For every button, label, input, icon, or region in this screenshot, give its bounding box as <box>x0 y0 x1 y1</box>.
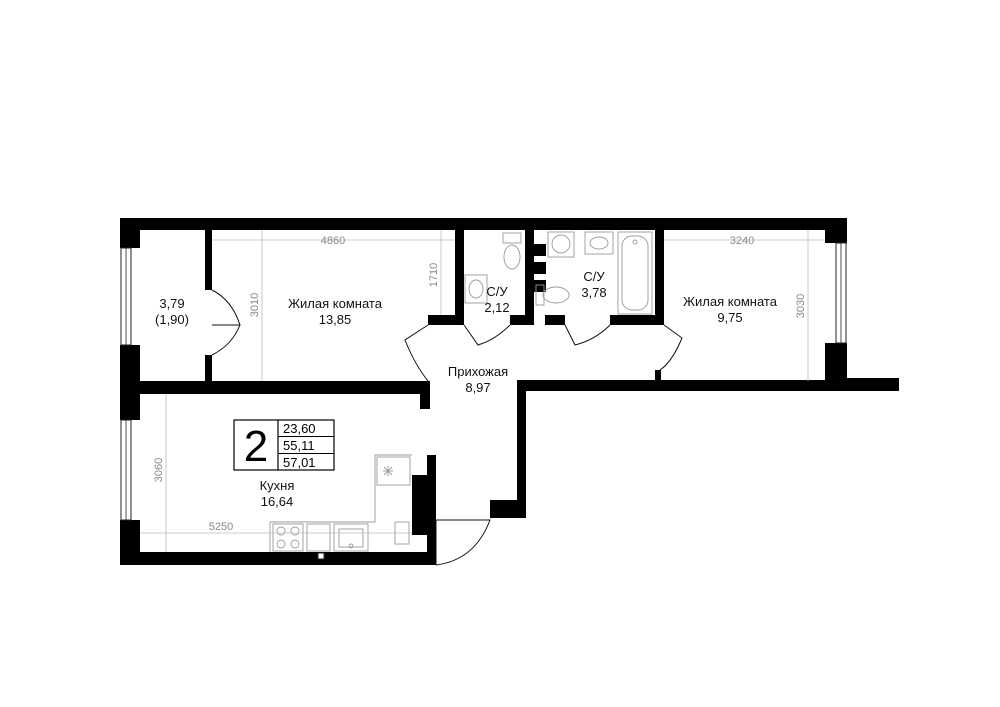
kitchen-name: Кухня <box>260 478 295 493</box>
wall-living-kitchen <box>120 381 428 394</box>
dim-kitchen-width: 5250 <box>209 521 233 533</box>
wall-bath1-bottom-right <box>510 315 534 325</box>
living1-area: 13,85 <box>319 312 352 327</box>
wall-kitchen-pillar <box>412 475 428 535</box>
room-labels: 3,79 (1,90) Жилая комната 13,85 С/У 2,12… <box>155 269 778 509</box>
badge-area-full: 57,01 <box>283 455 316 470</box>
shaft-2 <box>534 262 546 274</box>
wall-kitchen-bottom <box>120 552 436 565</box>
wall-bath2-living2 <box>655 230 664 325</box>
doors <box>211 289 683 566</box>
sink-icon-2 <box>584 231 614 255</box>
living1-name: Жилая комната <box>288 296 383 311</box>
hall-name: Прихожая <box>448 364 508 379</box>
wall-hall-corner <box>490 500 526 518</box>
dimension-lines <box>140 230 825 552</box>
bath2-name: С/У <box>583 269 605 284</box>
bath1-area: 2,12 <box>484 300 509 315</box>
door-storage-1 <box>211 289 241 326</box>
kitchen-sink-icon <box>333 523 369 552</box>
dim-living2-width: 3240 <box>730 235 754 247</box>
balcony-ledge <box>847 378 899 391</box>
wall-storage-top <box>205 230 212 290</box>
sink-icon <box>464 274 488 304</box>
windows <box>120 242 847 560</box>
wall-bottom-right <box>517 380 847 391</box>
area-badge: 2 23,60 55,11 57,01 <box>233 419 335 471</box>
door-living1 <box>404 324 429 382</box>
toilet-icon <box>502 232 522 270</box>
toilet-icon-2 <box>535 284 570 306</box>
dim-living1-width: 4860 <box>321 235 345 247</box>
wall-living1-bath1 <box>455 230 464 325</box>
storage-area: 3,79 <box>159 296 184 311</box>
wall-bath2-bottom-right <box>610 315 664 325</box>
badge-area-living: 23,60 <box>283 421 316 436</box>
wall-hall-right <box>517 380 526 508</box>
dim-kitchen-depth: 3060 <box>153 458 165 482</box>
badge-area-total: 55,11 <box>283 438 315 453</box>
wall-left-top <box>120 218 140 248</box>
badge-frame <box>233 419 335 471</box>
hall-area: 8,97 <box>465 380 490 395</box>
wall-kitchen-right <box>427 455 436 565</box>
wall-top <box>120 218 847 230</box>
shaft-1 <box>534 244 546 256</box>
wall-storage-bottom <box>205 355 212 382</box>
bath2-area: 3,78 <box>581 285 606 300</box>
dimension-labels: 4860 3010 1710 3240 3030 5250 3060 <box>153 235 807 533</box>
badge-rooms-count: 2 <box>244 422 268 471</box>
wall-right-top <box>825 218 847 243</box>
walls <box>120 218 899 565</box>
door-living2 <box>659 324 683 371</box>
bathtub-icon <box>617 231 653 315</box>
dim-living2-depth: 3030 <box>795 294 807 318</box>
stove-icon <box>272 523 304 552</box>
kitchen-counter <box>269 454 412 552</box>
fixtures <box>269 231 653 552</box>
door-storage-2 <box>211 324 241 356</box>
wall-right-bottom <box>825 343 847 391</box>
bath1-name: С/У <box>486 284 508 299</box>
dishwasher-icon <box>306 523 331 552</box>
window-kitchen-small <box>317 552 325 560</box>
storage-subarea: (1,90) <box>155 312 189 327</box>
dim-bath1-depth: 1710 <box>428 263 440 287</box>
washing-machine-icon <box>547 231 575 258</box>
wall-bath1-bottom-left <box>428 315 464 325</box>
living2-area: 9,75 <box>717 310 742 325</box>
fridge-icon <box>376 456 411 486</box>
door-entrance <box>435 519 491 566</box>
living2-name: Жилая комната <box>683 294 778 309</box>
shaft-3 <box>534 280 546 292</box>
kitchen-area: 16,64 <box>261 494 294 509</box>
dim-living1-depth: 3010 <box>249 293 261 317</box>
wall-bath1-bath2 <box>525 230 534 325</box>
wall-living-kitchen-end <box>420 381 430 409</box>
wall-bath2-bottom-left <box>545 315 565 325</box>
door-bath1 <box>463 324 511 346</box>
door-bath2 <box>564 324 611 346</box>
wall-living2-stub <box>655 370 661 382</box>
